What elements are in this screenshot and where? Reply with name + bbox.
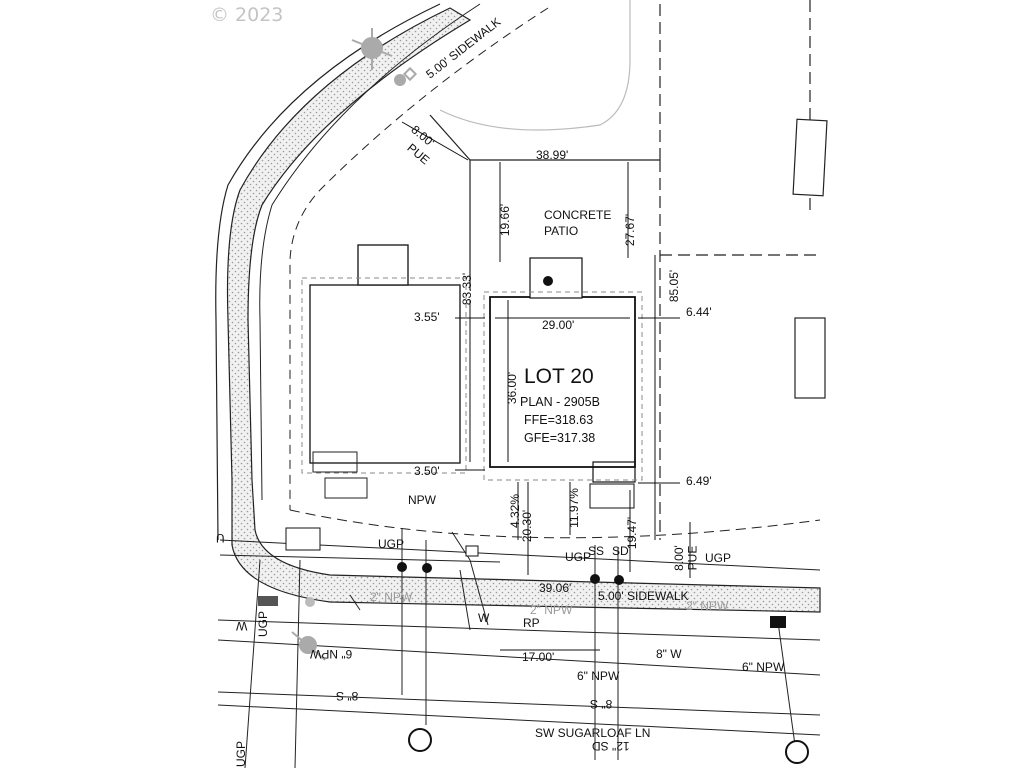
dim-slope-right: 11.97%	[566, 488, 581, 528]
utility-points	[258, 527, 809, 764]
patio-label-line2: PATIO	[544, 224, 579, 238]
label-w-flipped: W	[236, 619, 248, 633]
dim-front-setback: 20.30'	[520, 509, 535, 543]
lot-title: LOT 20	[524, 365, 594, 388]
lot20-house	[489, 257, 636, 509]
neighbor-footprint-dashed	[301, 277, 467, 474]
dim-slope-left: 4.32%	[508, 493, 523, 529]
label-npw: NPW	[408, 493, 436, 507]
right-neighbor-structures	[792, 118, 828, 399]
label-ugp-mid: UGP	[565, 550, 592, 564]
dim-side-right-top: 6.44'	[686, 305, 712, 319]
patio-marker	[543, 276, 553, 286]
label-w-8: 8" W	[656, 647, 682, 661]
lot-ffe: FFE=318.63	[524, 413, 594, 427]
patio-label-line1: CONCRETE	[544, 208, 612, 222]
label-ugp-left: UGP	[378, 537, 405, 551]
label-npw-2-right: 2" NPW	[686, 599, 729, 613]
dimension-lines	[401, 121, 691, 651]
label-pue-bottom: PUE	[685, 545, 700, 571]
neighbor-house	[309, 244, 461, 499]
label-rp: RP	[523, 616, 540, 630]
sidewalk-curve	[226, 7, 821, 613]
dim-rear-setback: 19.66'	[498, 203, 513, 237]
label-street-name: SW SUGARLOAF LN	[535, 726, 651, 740]
grey-curve	[439, 0, 631, 131]
pue-line-curve	[289, 7, 549, 510]
lot-gfe: GFE=317.38	[524, 431, 596, 445]
curb-outer-2	[259, 3, 481, 501]
label-npw-6-right: 6" NPW	[742, 660, 785, 674]
label-s-8-flipped: 8" S	[336, 689, 359, 703]
label-ugp-right: UGP	[705, 551, 732, 565]
label-ugp-left-edge: UGP	[256, 610, 271, 638]
lot-lines	[429, 0, 820, 540]
dim-lot-depth-right: 85.05'	[667, 269, 682, 303]
label-npw-6-left: 6" NPW	[577, 669, 620, 683]
lot-plan: PLAN - 2905B	[520, 395, 600, 409]
light-pole-icon	[351, 28, 418, 86]
label-npw-2-left: 2" NPW	[370, 590, 413, 604]
dim-side-left-top: 3.55'	[414, 310, 440, 324]
copyright-watermark: © 2023	[210, 4, 284, 26]
dim-street-offset: 17.00'	[522, 650, 555, 664]
dim-patio-depth: 27.67'	[623, 213, 638, 247]
dim-frontage: 39.06'	[539, 581, 572, 595]
label-u-edge: U	[216, 531, 225, 545]
label-sd-12-flipped: 12" SD	[592, 739, 630, 753]
label-npw-6-flipped: 6" NPW	[310, 647, 353, 661]
setback-envelope	[289, 509, 821, 539]
label-npw-2-mid: 2" NPW	[530, 603, 573, 617]
label-ugp-bottom: UGP	[234, 740, 249, 768]
label-w: W	[478, 611, 490, 625]
label-ss: SS	[588, 544, 605, 558]
label-sidewalk-bottom: 5.00' SIDEWALK	[598, 589, 689, 603]
dim-lot-depth-left: 83.33'	[460, 272, 475, 306]
dim-rear-width: 38.99'	[536, 148, 569, 162]
lot20-footprint-dashed	[483, 291, 643, 481]
light-pole-icon-bottom	[291, 631, 326, 661]
dim-side-right-bottom: 6.49'	[686, 474, 712, 488]
dim-house-depth: 36.00'	[505, 371, 520, 405]
label-s-8-flipped-right: 8" S	[590, 697, 613, 711]
dim-side-left-bottom: 3.50'	[414, 464, 440, 478]
label-sd: SD	[612, 544, 629, 558]
dim-house-width: 29.00'	[542, 318, 575, 332]
dim-pue-bottom: 8.00'	[671, 545, 686, 571]
